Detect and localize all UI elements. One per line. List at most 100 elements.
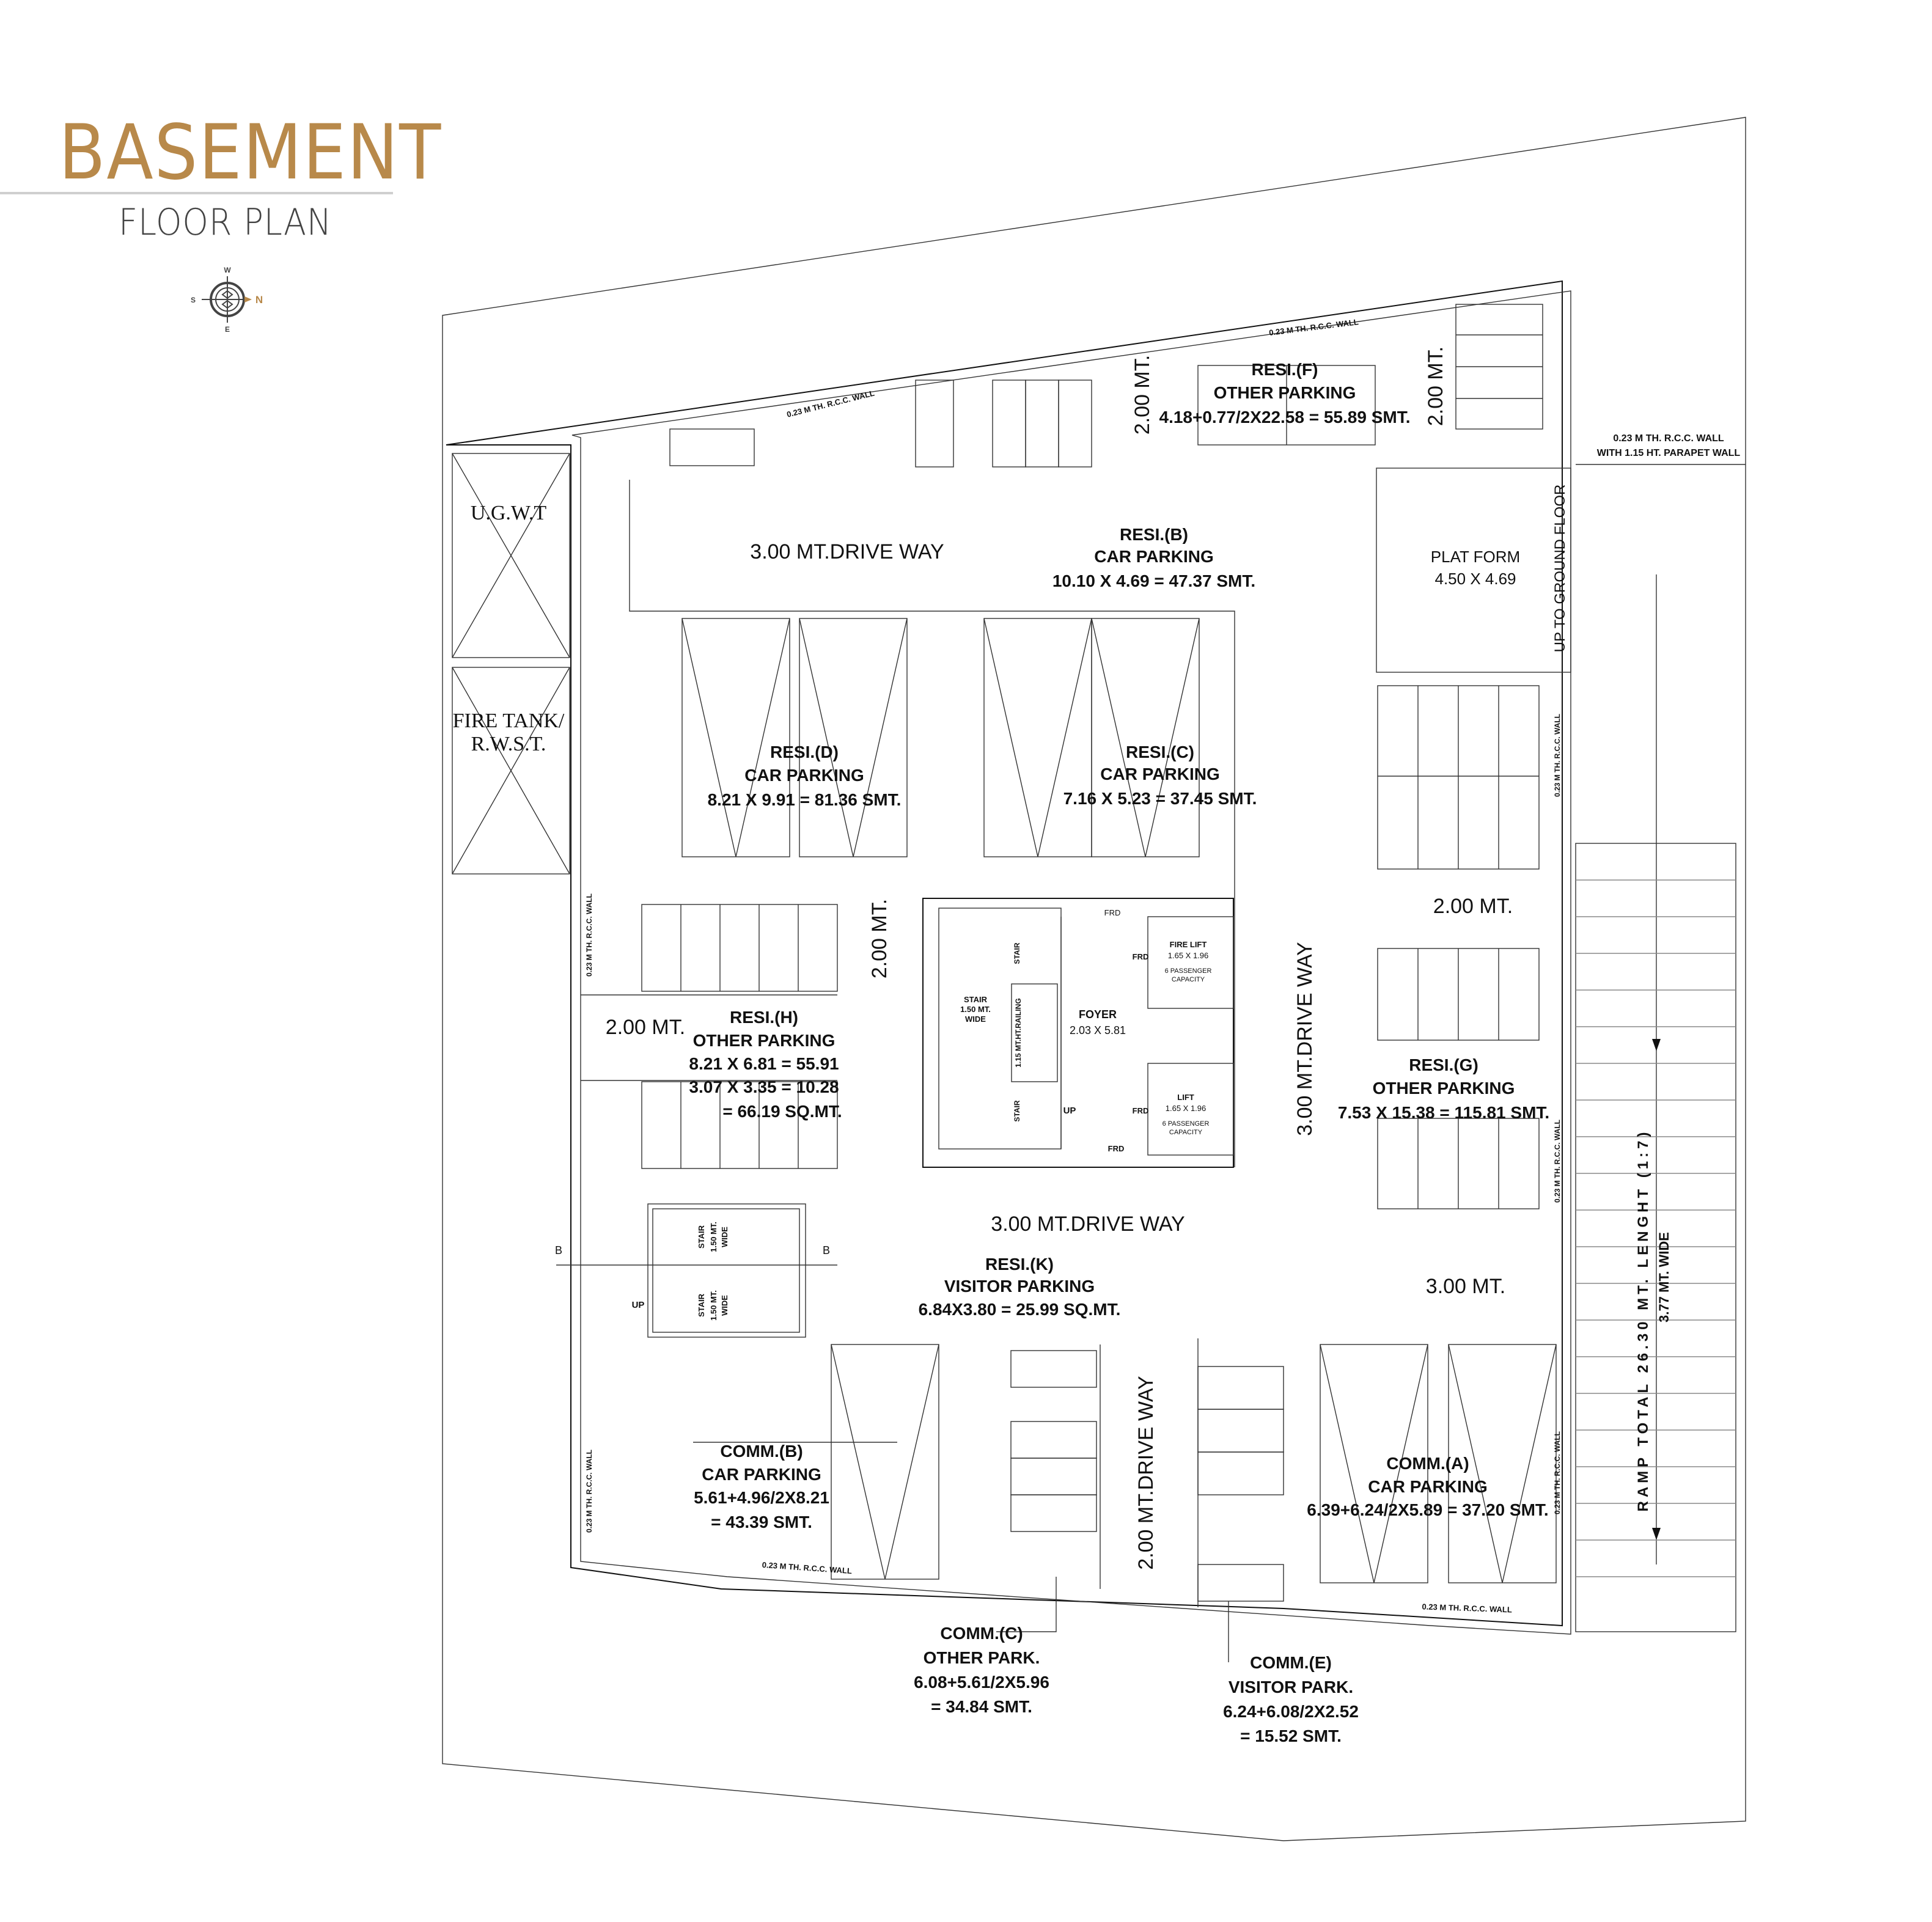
zone-comm-e: COMM.(E) VISITOR PARK. 6.24+6.08/2X2.52 … — [1223, 1653, 1359, 1745]
gap-top-mid: 2.00 MT. — [1131, 355, 1154, 435]
svg-text:RESI.(H): RESI.(H) — [730, 1008, 798, 1027]
stair-b-wide-lower: WIDE — [720, 1295, 729, 1316]
compass-south: S — [191, 296, 196, 304]
foyer-label: FOYER — [1079, 1008, 1117, 1021]
stair-b-lower: STAIR — [697, 1293, 706, 1317]
svg-text:8.21 X 6.81 = 55.91: 8.21 X 6.81 = 55.91 — [689, 1054, 839, 1073]
svg-text:OTHER PARKING: OTHER PARKING — [1214, 383, 1356, 402]
svg-text:7.53 X 15.38 = 115.81 SMT.: 7.53 X 15.38 = 115.81 SMT. — [1338, 1103, 1549, 1122]
svg-text:10.10 X 4.69 = 47.37 SMT.: 10.10 X 4.69 = 47.37 SMT. — [1052, 571, 1255, 590]
platform-label: PLAT FORM — [1431, 548, 1520, 566]
fire-lift — [1147, 916, 1234, 1009]
lift-label: LIFT — [1177, 1093, 1194, 1102]
zone-resi-k: RESI.(K) VISITOR PARKING 6.84X3.80 = 25.… — [919, 1255, 1121, 1319]
svg-text:= 43.39 SMT.: = 43.39 SMT. — [711, 1513, 812, 1531]
rcc-wall-note-left-2: 0.23 M TH. R.C.C. WALL — [585, 1450, 593, 1533]
gap-left-core: 2.00 MT. — [868, 899, 891, 978]
gap-right: 2.00 MT. — [1433, 895, 1513, 918]
zone-comm-a: COMM.(A) CAR PARKING 6.39+6.24/2X5.89 = … — [1307, 1454, 1548, 1519]
svg-text:6.08+5.61/2X5.96: 6.08+5.61/2X5.96 — [914, 1673, 1049, 1692]
svg-text:OTHER PARKING: OTHER PARKING — [693, 1031, 836, 1050]
lift-capacity-1: 6 PASSENGER — [1163, 1120, 1210, 1128]
rcc-wall-note-bottom-right: 0.23 M TH. R.C.C. WALL — [1422, 1602, 1512, 1614]
svg-text:6.24+6.08/2X2.52: 6.24+6.08/2X2.52 — [1223, 1702, 1359, 1721]
ramp-width-label: 3.77 MT. WIDE — [1656, 1232, 1672, 1322]
zone-resi-g: RESI.(G) OTHER PARKING 7.53 X 15.38 = 11… — [1338, 1055, 1549, 1122]
frd-bottom: FRD — [1108, 1144, 1125, 1153]
zone-resi-f: RESI.(F) OTHER PARKING 4.18+0.77/2X22.58… — [1159, 360, 1411, 427]
core-stair-label: STAIR — [964, 995, 988, 1004]
svg-text:RESI.(D): RESI.(D) — [770, 743, 839, 761]
driveway-bottom-label: 2.00 MT.DRIVE WAY — [1134, 1376, 1158, 1569]
svg-text:RESI.(F): RESI.(F) — [1252, 360, 1318, 379]
svg-text:6.84X3.80 = 25.99 SQ.MT.: 6.84X3.80 = 25.99 SQ.MT. — [919, 1300, 1121, 1319]
svg-text:RESI.(C): RESI.(C) — [1126, 743, 1194, 761]
stair-b-wide-upper: WIDE — [720, 1227, 729, 1247]
core-up-label: UP — [1063, 1106, 1076, 1116]
compass-west: W — [224, 266, 231, 274]
ugwt-label: U.G.W.T — [471, 502, 547, 524]
rcc-wall-note-right-3: 0.23 M TH. R.C.C. WALL — [1553, 1431, 1562, 1514]
stair-b-upper: STAIR — [697, 1225, 706, 1249]
compass-rose-icon: W E S N — [191, 266, 263, 334]
svg-text:7.16 X 5.23 = 37.45 SMT.: 7.16 X 5.23 = 37.45 SMT. — [1063, 789, 1257, 808]
zone-resi-c: RESI.(C) CAR PARKING 7.16 X 5.23 = 37.45… — [1063, 743, 1257, 808]
fire-lift-size: 1.65 X 1.96 — [1168, 951, 1209, 960]
compass-north: N — [255, 294, 263, 306]
core-stair-lower: STAIR — [1013, 1100, 1021, 1121]
lift-capacity-2: CAPACITY — [1169, 1129, 1203, 1136]
core-stair-wide: WIDE — [965, 1014, 986, 1024]
svg-text:OTHER PARK.: OTHER PARK. — [924, 1648, 1040, 1667]
ramp-length-label: RAMP TOTAL 26.30 MT. LENGHT (1:7) — [1635, 1129, 1651, 1512]
svg-text:CAR PARKING: CAR PARKING — [702, 1465, 821, 1484]
svg-text:6.39+6.24/2X5.89 = 37.20 SMT.: 6.39+6.24/2X5.89 = 37.20 SMT. — [1307, 1500, 1548, 1519]
plan-title: BASEMENT — [59, 109, 443, 197]
stair-b-width-lower: 1.50 MT. — [709, 1290, 718, 1321]
svg-text:CAR PARKING: CAR PARKING — [1368, 1477, 1487, 1496]
section-mark-right: B — [823, 1244, 830, 1256]
frd-lift: FRD — [1133, 1106, 1149, 1115]
gap-left: 2.00 MT. — [606, 1016, 685, 1039]
svg-text:CAR PARKING: CAR PARKING — [1094, 547, 1213, 566]
rwst-label: R.W.S.T. — [471, 733, 546, 755]
title-divider — [0, 192, 393, 194]
frd-fire-lift: FRD — [1133, 952, 1149, 961]
rcc-wall-note-left-1: 0.23 M TH. R.C.C. WALL — [585, 893, 593, 977]
svg-text:COMM.(E): COMM.(E) — [1250, 1653, 1332, 1672]
driveway-below-core-label: 3.00 MT.DRIVE WAY — [991, 1212, 1185, 1236]
ugwt-tank — [452, 453, 570, 658]
svg-text:5.61+4.96/2X8.21: 5.61+4.96/2X8.21 — [694, 1488, 829, 1507]
svg-text:RESI.(K): RESI.(K) — [985, 1255, 1054, 1274]
zone-resi-b: RESI.(B) CAR PARKING 10.10 X 4.69 = 47.3… — [1052, 525, 1255, 590]
zone-resi-d: RESI.(D) CAR PARKING 8.21 X 9.91 = 81.36… — [708, 743, 902, 809]
stair-b-width-upper: 1.50 MT. — [709, 1222, 718, 1252]
platform-size: 4.50 X 4.69 — [1435, 570, 1516, 588]
svg-text:CAR PARKING: CAR PARKING — [1100, 765, 1219, 783]
zone-resi-h: RESI.(H) OTHER PARKING 8.21 X 6.81 = 55.… — [689, 1008, 842, 1121]
core-stair-upper: STAIR — [1013, 942, 1021, 964]
svg-text:COMM.(C): COMM.(C) — [940, 1624, 1023, 1643]
svg-text:= 34.84 SMT.: = 34.84 SMT. — [931, 1697, 1032, 1716]
building-outer-wall — [446, 280, 1563, 1627]
foyer-size: 2.03 X 5.81 — [1070, 1024, 1126, 1036]
platform — [1376, 468, 1571, 673]
fire-tank — [452, 667, 570, 875]
fire-lift-label: FIRE LIFT — [1170, 940, 1207, 949]
svg-text:VISITOR PARK.: VISITOR PARK. — [1229, 1678, 1353, 1696]
rcc-wall-note-right-2: 0.23 M TH. R.C.C. WALL — [1553, 1120, 1562, 1203]
svg-text:COMM.(A): COMM.(A) — [1386, 1454, 1469, 1473]
section-mark-left: B — [555, 1244, 562, 1256]
core-block — [922, 898, 1234, 1168]
compass-east: E — [225, 325, 230, 334]
driveway-top-label: 3.00 MT.DRIVE WAY — [750, 540, 944, 563]
stair-b-up: UP — [632, 1300, 645, 1310]
ramp — [1575, 843, 1736, 1632]
zone-comm-b: COMM.(B) CAR PARKING 5.61+4.96/2X8.21 = … — [694, 1442, 829, 1531]
lift — [1147, 1063, 1234, 1156]
svg-text:RESI.(B): RESI.(B) — [1120, 525, 1188, 544]
fire-lift-capacity-2: CAPACITY — [1172, 976, 1205, 983]
svg-text:4.18+0.77/2X22.58 = 55.89 SMT.: 4.18+0.77/2X22.58 = 55.89 SMT. — [1159, 408, 1411, 427]
fire-tank-label: FIRE TANK/ — [453, 710, 565, 732]
rcc-wall-note-bottom-left: 0.23 M TH. R.C.C. WALL — [762, 1560, 852, 1575]
